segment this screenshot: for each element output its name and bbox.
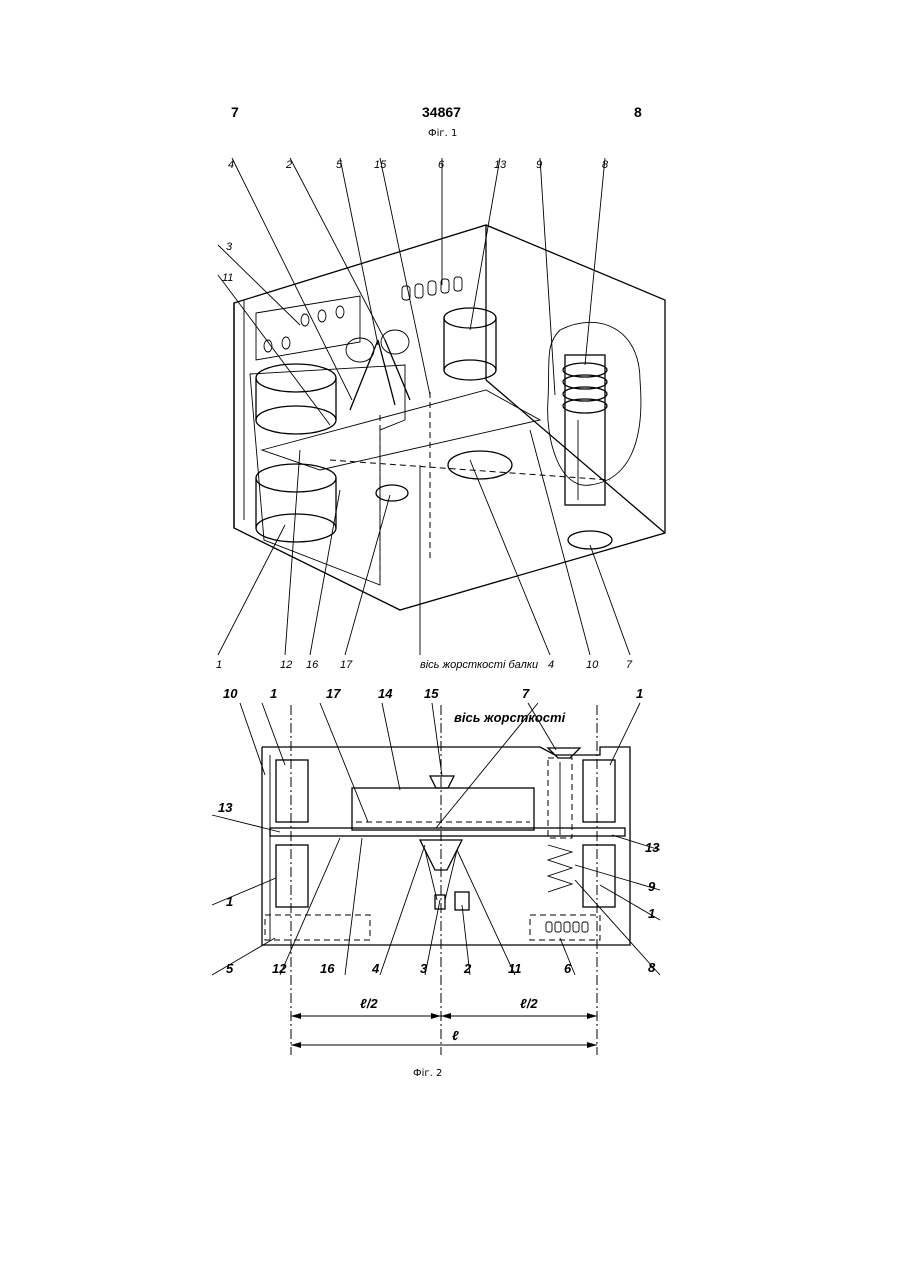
figure1-tripod <box>346 330 410 501</box>
fig1-callout-bottom-5: 10 <box>586 659 599 671</box>
fig2-half-span-right: ℓ/2 <box>520 996 538 1011</box>
fig2-half-span-left: ℓ/2 <box>360 996 378 1011</box>
fig2-axis-label: вісь жорсткості <box>454 710 566 725</box>
fig2-label-top-6: 1 <box>636 686 643 701</box>
fig1-callout-left-0: 3 <box>226 241 233 253</box>
fig1-callout-bottom-1: 12 <box>280 659 292 671</box>
fig2-span: ℓ <box>452 1028 459 1043</box>
fig2-label-bottom-5: 11 <box>508 961 522 976</box>
figure2-drawing <box>212 703 660 1055</box>
fig2-label-top-4: 15 <box>424 686 439 701</box>
figure2-labels: 10 1 17 14 15 7 1 вісь жорсткості 13 1 5… <box>218 686 660 1043</box>
fig1-callout-top-1: 2 <box>285 159 292 171</box>
fig2-label-top-5: 7 <box>522 686 530 701</box>
figure1-magnets-left <box>256 364 336 542</box>
fig2-label-bottom-2: 4 <box>371 961 380 976</box>
fig1-callout-bottom-0: 1 <box>216 659 222 671</box>
fig2-label-top-2: 17 <box>326 686 341 701</box>
fig2-label-bottom-6: 6 <box>564 961 572 976</box>
fig2-label-bottom-4: 2 <box>463 961 472 976</box>
fig2-label-top-3: 14 <box>378 686 393 701</box>
fig2-label-right-3: 8 <box>648 960 656 975</box>
fig1-callout-bottom-2: 16 <box>306 659 319 671</box>
fig2-label-bottom-3: 3 <box>420 961 428 976</box>
fig1-callout-top-5: 13 <box>494 159 507 171</box>
figure1-housing <box>234 225 665 610</box>
fig1-callout-top-3: 15 <box>374 159 387 171</box>
fig2-label-left-1: 1 <box>226 894 233 909</box>
figure1-callout-labels: 4 2 5 15 6 13 9 8 3 11 1 12 16 17 4 10 7… <box>216 159 633 671</box>
fig1-callout-top-6: 9 <box>536 159 542 171</box>
fig1-callout-left-1: 11 <box>222 272 233 284</box>
fig1-callout-bottom-4: 4 <box>548 659 554 671</box>
figure2-caption: Фіг. 2 <box>413 1068 442 1079</box>
fig1-callout-top-0: 4 <box>228 159 234 171</box>
fig1-callout-bottom-6: 7 <box>626 659 633 671</box>
fig1-callout-bottom-3: 17 <box>340 659 353 671</box>
fig2-label-bottom-0: 12 <box>272 961 287 976</box>
fig2-label-bottom-1: 16 <box>320 961 335 976</box>
fig2-label-right-0: 13 <box>645 840 660 855</box>
fig1-callout-top-4: 6 <box>438 159 445 171</box>
fig2-label-top-0: 10 <box>223 686 238 701</box>
figure1-spring-column <box>548 322 641 549</box>
fig2-label-right-2: 1 <box>648 906 655 921</box>
fig2-label-top-1: 1 <box>270 686 277 701</box>
fig2-label-left-2: 5 <box>226 961 234 976</box>
fig1-bottom-label: вісь жорсткості балки <box>420 659 538 671</box>
fig1-callout-top-2: 5 <box>336 159 343 171</box>
figure1-beam <box>262 390 610 580</box>
fig1-callout-top-7: 8 <box>602 159 609 171</box>
fig2-label-left-0: 13 <box>218 800 233 815</box>
fig2-label-right-1: 9 <box>648 879 656 894</box>
